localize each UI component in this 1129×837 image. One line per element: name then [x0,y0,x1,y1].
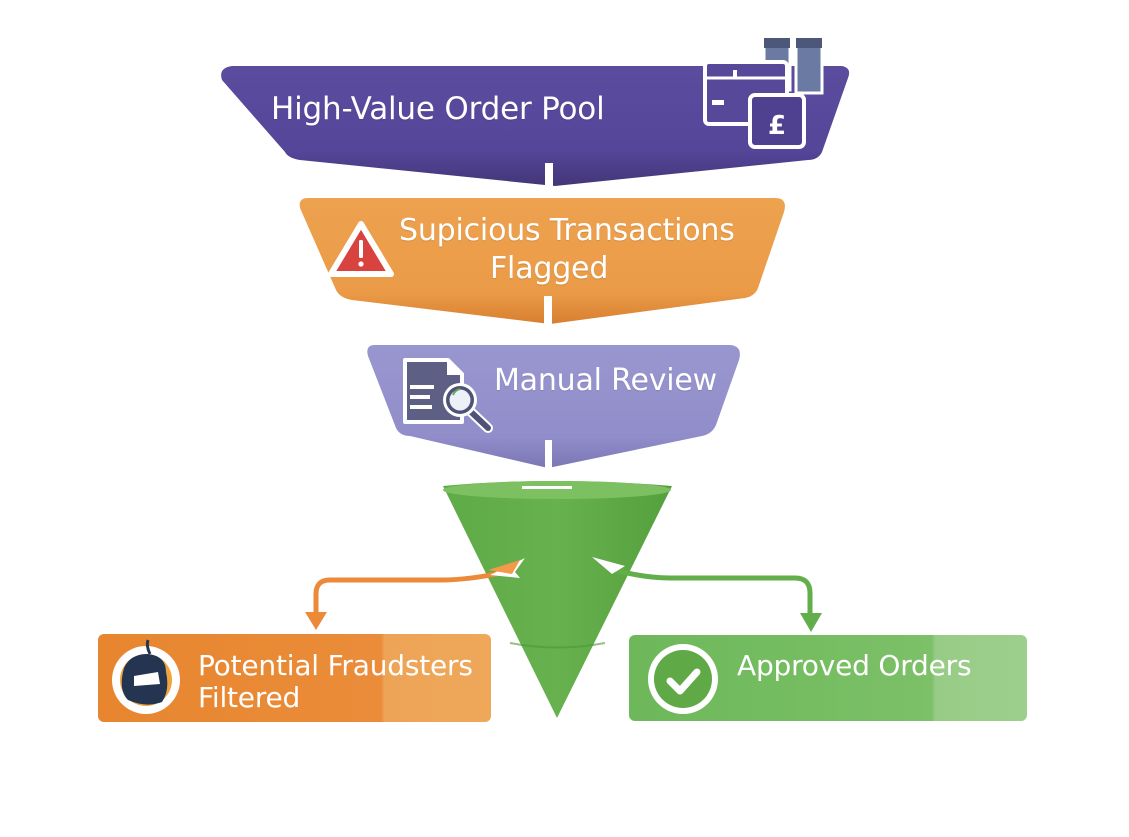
stage-label-flagged-line2: Flagged [490,251,609,286]
outcome-box [98,634,491,722]
stage-shape [221,66,850,186]
stage-shape [299,198,785,324]
outcome-label-fraud-line2: Filtered [198,681,301,714]
connector [544,296,552,324]
stage-high-value-order-pool [221,66,850,186]
check-circle-icon [648,644,718,714]
document-magnifier-icon [403,358,493,433]
connector [545,163,553,187]
stage-label-review: Manual Review [494,363,717,398]
credit-card-pound-icon: £ [703,36,824,149]
stage-label-pool: High-Value Order Pool [271,91,605,127]
outcome-label-fraud-line1: Potential Fraudsters [198,649,473,682]
stage-label-flagged-line1: Supicious Transactions [399,213,735,248]
arrow-to-approved [592,557,822,632]
stage-suspicious-flagged [299,198,785,324]
connector [545,440,552,488]
cone-shape [443,481,672,718]
svg-text:£: £ [768,111,786,141]
warning-triangle-icon [328,221,394,277]
arrow-to-fraudsters [305,558,525,630]
outcome-label-approved: Approved Orders [737,649,972,682]
outcome-approved-orders [629,635,1027,721]
outcome-fraudsters-filtered [98,634,491,722]
stage-green-cone [443,481,672,718]
masked-fraudster-icon [112,639,180,714]
outcome-box [629,635,1027,721]
